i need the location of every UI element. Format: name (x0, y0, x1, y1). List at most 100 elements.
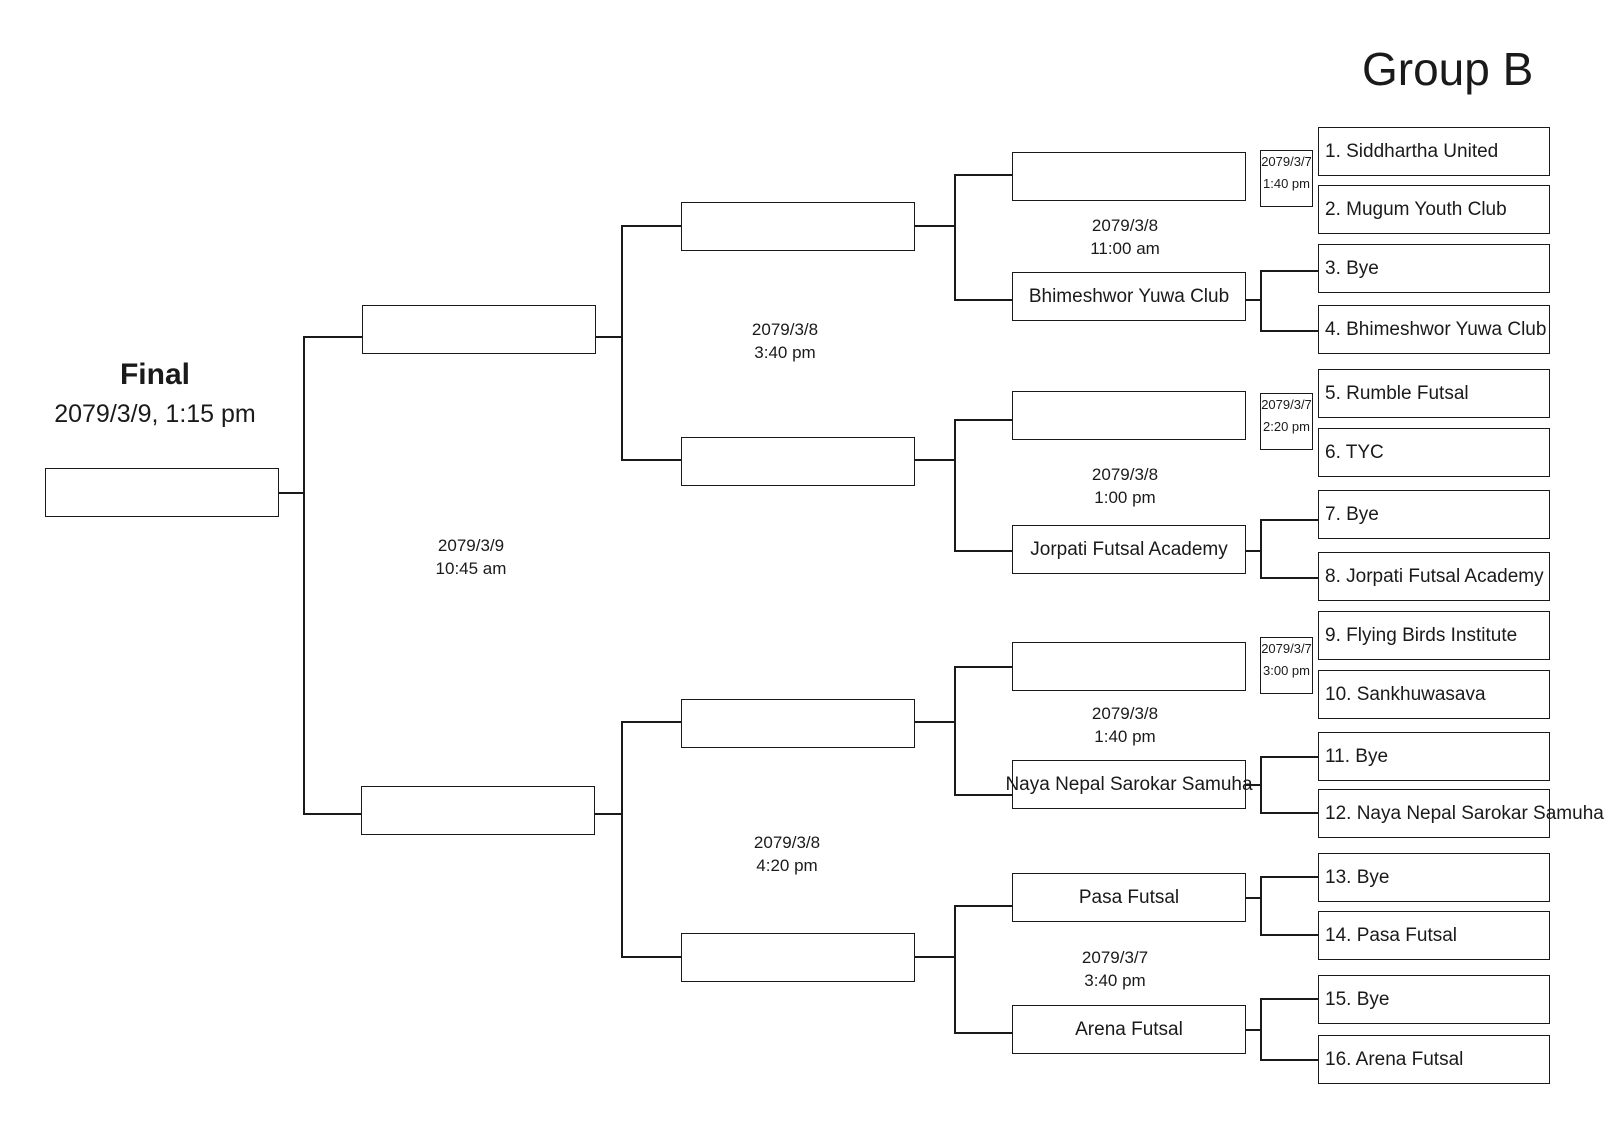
connector-line (1260, 934, 1318, 936)
semifinal-slot (362, 305, 596, 354)
match-date-label: 2079/3/8 11:00 am (1050, 214, 1200, 260)
connector-line (1260, 999, 1262, 1060)
connector-line (1260, 812, 1318, 814)
match-date: 2079/3/8 (1091, 704, 1159, 723)
connector-line (915, 225, 955, 227)
connector-line (1260, 756, 1318, 758)
connector-line (954, 174, 1012, 176)
connector-line (596, 336, 622, 338)
connector-line (954, 299, 1012, 301)
team-slot: 9. Flying Birds Institute (1318, 611, 1550, 660)
connector-line (1246, 1029, 1261, 1031)
match-date: 2079/3/7 (1261, 154, 1312, 169)
connector-line (621, 956, 681, 958)
connector-line (1246, 299, 1261, 301)
connector-line (954, 906, 956, 1033)
connector-line (279, 492, 304, 494)
connector-line (303, 336, 362, 338)
connector-line (303, 337, 305, 814)
connector-line (954, 667, 956, 795)
connector-line (621, 225, 681, 227)
connector-line (954, 419, 1012, 421)
connector-line (1260, 270, 1318, 272)
match-date: 2079/3/8 (753, 833, 821, 852)
match-date: 2079/3/7 (1261, 641, 1312, 656)
connector-line (954, 175, 956, 300)
match-time: 3:40 pm (754, 343, 816, 362)
team-slot: 6. TYC (1318, 428, 1550, 477)
team-slot: 3. Bye (1318, 244, 1550, 293)
connector-line (1260, 520, 1262, 578)
team-slot: 7. Bye (1318, 490, 1550, 539)
match-date: 2079/3/8 (1091, 216, 1159, 235)
connector-line (621, 226, 623, 460)
connector-line (915, 956, 955, 958)
team-slot: 14. Pasa Futsal (1318, 911, 1550, 960)
connector-line (1260, 577, 1318, 579)
semifinal-slot (361, 786, 595, 835)
team-slot: 13. Bye (1318, 853, 1550, 902)
final-label: Final (119, 358, 190, 391)
team-slot: 15. Bye (1318, 975, 1550, 1024)
team-slot: 4. Bhimeshwor Yuwa Club (1318, 305, 1550, 354)
round2-slot: Bhimeshwor Yuwa Club (1012, 272, 1246, 321)
round2-slot: Naya Nepal Sarokar Samuha (1005, 760, 1253, 809)
connector-line (1246, 784, 1261, 786)
match-date: 2079/3/7 (1261, 397, 1312, 412)
match-date-label: 2079/3/8 4:20 pm (712, 831, 862, 877)
connector-line (1260, 330, 1318, 332)
connector-line (915, 459, 955, 461)
connector-line (954, 420, 956, 551)
match-date: 2079/3/8 (751, 320, 819, 339)
match-time: 1:40 pm (1094, 727, 1156, 746)
match-time: 3:00 pm (1263, 663, 1310, 678)
quarterfinal-slot (681, 202, 915, 251)
round1-date-box: 2079/3/7 3:00 pm (1260, 637, 1313, 694)
team-slot: 11. Bye (1318, 732, 1550, 781)
connector-line (954, 550, 1012, 552)
match-time: 10:45 am (435, 559, 507, 578)
round2-slot: Jorpati Futsal Academy (1012, 525, 1246, 574)
team-slot: 1. Siddhartha United (1318, 127, 1550, 176)
group-title: Group B (1362, 43, 1534, 95)
match-time: 11:00 am (1090, 239, 1160, 258)
match-time: 1:00 pm (1094, 488, 1156, 507)
round2-slot (1012, 152, 1246, 201)
quarterfinal-slot (681, 933, 915, 982)
team-slot: 2. Mugum Youth Club (1318, 185, 1550, 234)
connector-line (621, 721, 681, 723)
round2-slot: Arena Futsal (1012, 1005, 1246, 1054)
team-slot: 16. Arena Futsal (1318, 1035, 1550, 1084)
connector-line (1246, 550, 1261, 552)
connector-line (1260, 1059, 1318, 1061)
round2-slot: Pasa Futsal (1012, 873, 1246, 922)
team-slot: 12. Naya Nepal Sarokar Samuha (1318, 789, 1604, 838)
connector-line (1260, 876, 1318, 878)
match-date: 2079/3/7 (1081, 948, 1149, 967)
connector-line (915, 721, 955, 723)
match-date: 2079/3/8 (1091, 465, 1159, 484)
match-date-label: 2079/3/8 1:40 pm (1050, 702, 1200, 748)
connector-line (1260, 757, 1262, 813)
match-date: 2079/3/9 (437, 536, 505, 555)
round1-date-box: 2079/3/7 1:40 pm (1260, 150, 1313, 207)
final-winner-box (45, 468, 279, 517)
match-date-label: 2079/3/8 1:00 pm (1050, 463, 1200, 509)
match-time: 1:40 pm (1263, 176, 1310, 191)
connector-line (621, 722, 623, 957)
round2-slot (1012, 642, 1246, 691)
connector-line (621, 459, 681, 461)
team-slot: 10. Sankhuwasava (1318, 670, 1550, 719)
match-time: 4:20 pm (756, 856, 818, 875)
team-slot: 8. Jorpati Futsal Academy (1318, 552, 1550, 601)
match-date-label: 2079/3/8 3:40 pm (710, 318, 860, 364)
round1-date-box: 2079/3/7 2:20 pm (1260, 393, 1313, 450)
connector-line (954, 794, 1012, 796)
connector-line (595, 813, 622, 815)
connector-line (954, 666, 1012, 668)
connector-line (1260, 271, 1262, 331)
quarterfinal-slot (681, 699, 915, 748)
connector-line (954, 1032, 1012, 1034)
connector-line (954, 905, 1012, 907)
